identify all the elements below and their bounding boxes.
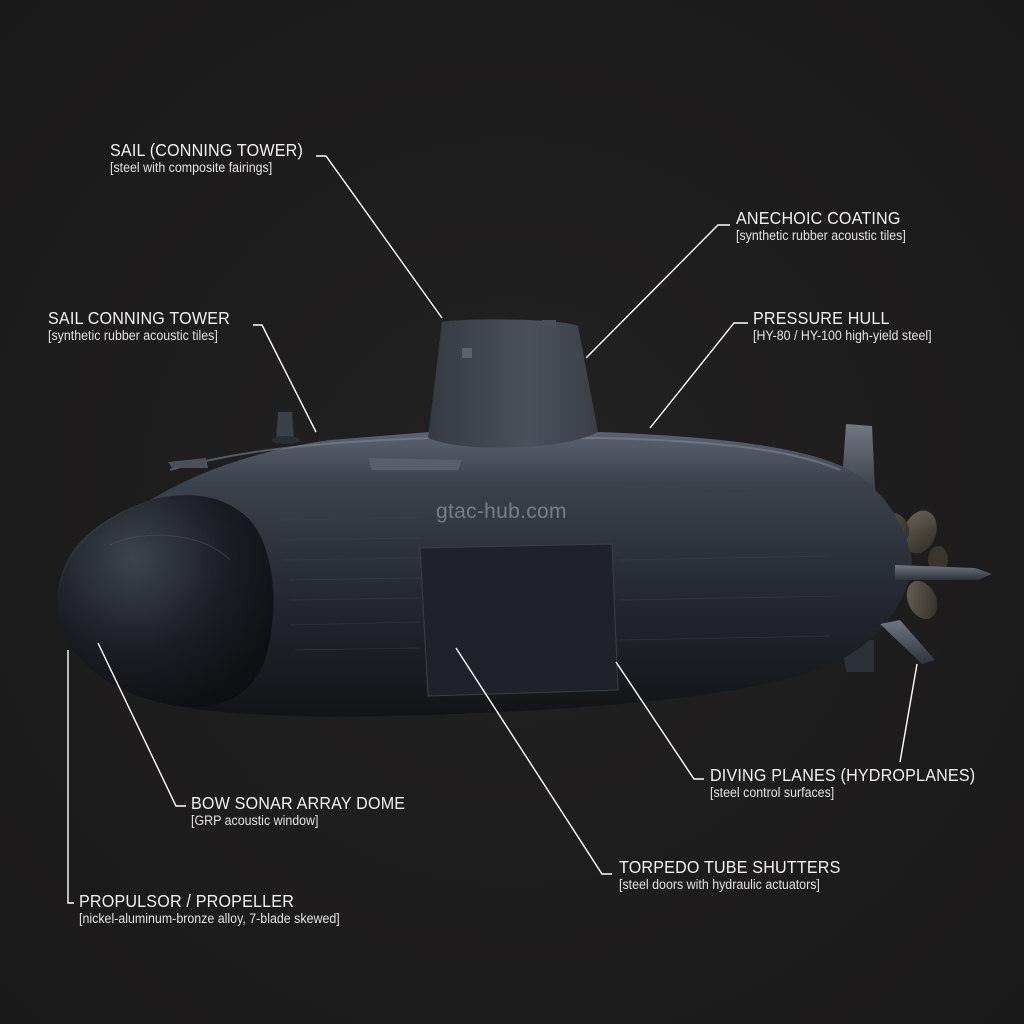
label-title: SAIL CONNING TOWER bbox=[48, 308, 230, 328]
label-bow-sonar: BOW SONAR ARRAY DOME [GRP acoustic windo… bbox=[191, 793, 424, 829]
label-torpedo-tube-shutters: TORPEDO TUBE SHUTTERS [steel doors with … bbox=[619, 857, 860, 893]
leader-diving-planes bbox=[615, 661, 704, 780]
hull-tiles bbox=[279, 483, 841, 651]
watermark: gtac-hub.com bbox=[436, 500, 567, 523]
forward-fin bbox=[168, 458, 208, 468]
label-subtitle: [steel control surfaces] bbox=[710, 785, 835, 800]
stern-plane-upper bbox=[895, 565, 992, 580]
label-title: PRESSURE HULL bbox=[753, 308, 890, 328]
label-diving-planes: DIVING PLANES (HYDROPLANES) [steel contr… bbox=[710, 765, 998, 801]
label-sail-conning-tower: SAIL CONNING TOWER [synthetic rubber aco… bbox=[48, 308, 246, 344]
label-pressure-hull: PRESSURE HULL [HY-80 / HY-100 high-yield… bbox=[753, 308, 947, 344]
leader-bow-sonar bbox=[97, 642, 186, 807]
forward-plane bbox=[368, 458, 462, 470]
torpedo-panel bbox=[419, 543, 619, 697]
leader-sail bbox=[316, 155, 443, 319]
label-subtitle: [steel doors with hydraulic actuators] bbox=[619, 877, 820, 892]
label-anechoic-coating: ANECHOIC COATING [synthetic rubber acous… bbox=[736, 208, 921, 244]
label-subtitle: [synthetic rubber acoustic tiles] bbox=[736, 228, 906, 243]
label-subtitle: [nickel-aluminum-bronze alloy, 7-blade s… bbox=[79, 911, 340, 926]
bow-dome bbox=[57, 495, 274, 707]
leader-sail-conning bbox=[253, 324, 317, 433]
label-title: ANECHOIC COATING bbox=[736, 208, 901, 228]
label-sail: SAIL (CONNING TOWER) [steel with composi… bbox=[110, 140, 320, 176]
leader-torpedo bbox=[455, 647, 612, 875]
label-title: BOW SONAR ARRAY DOME bbox=[191, 793, 406, 813]
stern-plane-lower bbox=[880, 620, 935, 664]
sail-window bbox=[462, 348, 472, 358]
leader-anechoic bbox=[585, 224, 730, 359]
label-title: TORPEDO TUBE SHUTTERS bbox=[619, 857, 841, 877]
label-subtitle: [GRP acoustic window] bbox=[191, 813, 319, 828]
mast bbox=[276, 412, 294, 440]
label-subtitle: [steel with composite fairings] bbox=[110, 160, 273, 175]
leader-propulsor bbox=[67, 650, 74, 904]
label-subtitle: [HY-80 / HY-100 high-yield steel] bbox=[753, 328, 932, 343]
leader-diving-planes-2 bbox=[899, 663, 918, 763]
label-subtitle: [synthetic rubber acoustic tiles] bbox=[48, 328, 218, 343]
leader-pressure-hull bbox=[649, 322, 748, 429]
label-title: PROPULSOR / PROPELLER bbox=[79, 891, 295, 911]
leader-lines bbox=[67, 155, 918, 904]
sail bbox=[428, 319, 598, 448]
label-propulsor: PROPULSOR / PROPELLER [nickel-aluminum-b… bbox=[79, 891, 362, 927]
label-title: SAIL (CONNING TOWER) bbox=[110, 140, 304, 160]
label-title: DIVING PLANES (HYDROPLANES) bbox=[710, 765, 976, 785]
